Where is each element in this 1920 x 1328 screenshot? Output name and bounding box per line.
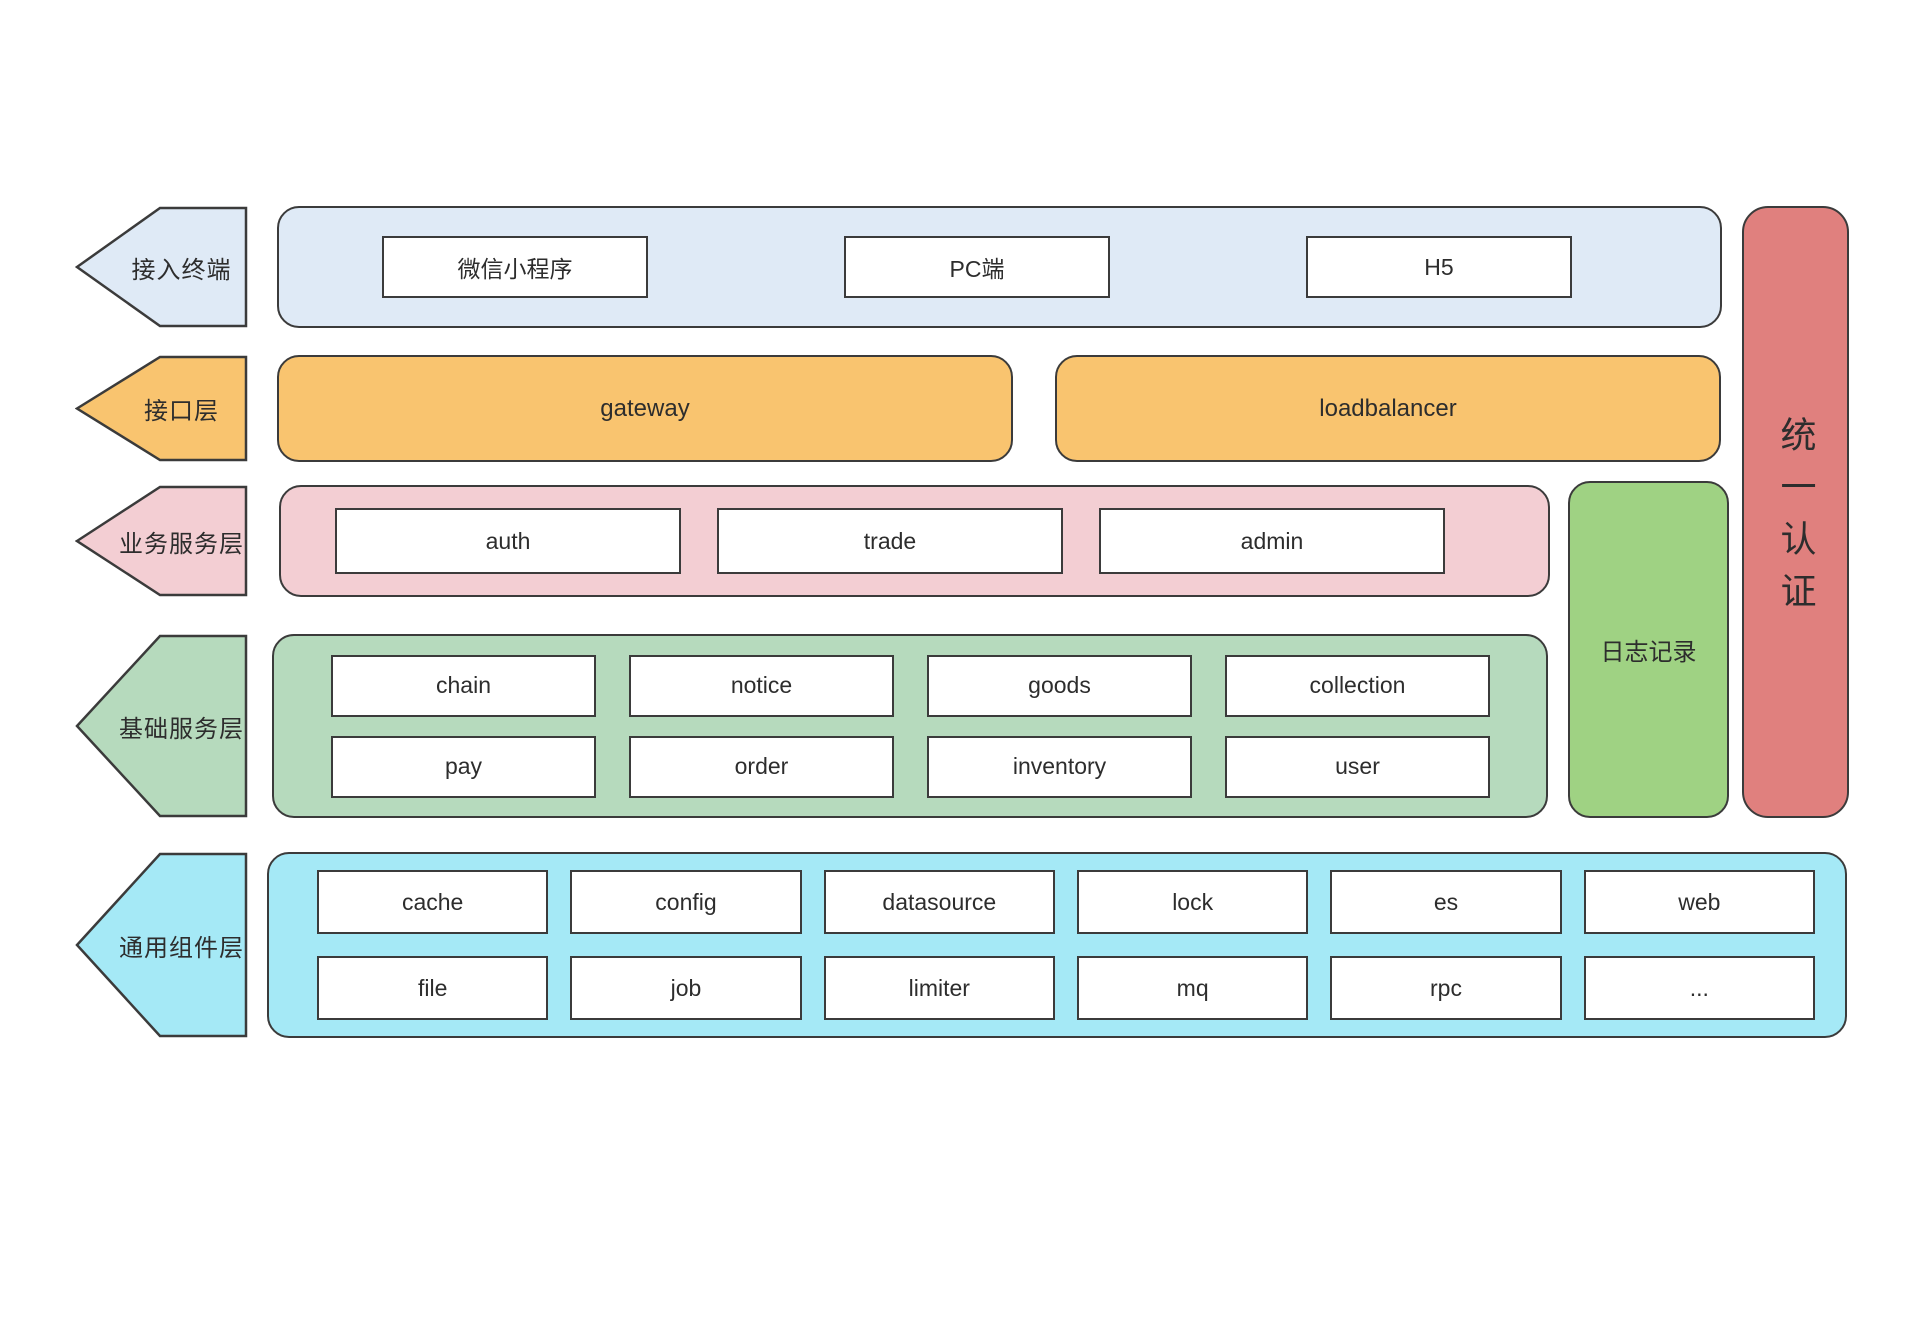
business-box-admin: admin [1099, 508, 1445, 574]
common-box-web: web [1583, 870, 1815, 934]
base-box-collection: collection [1225, 654, 1490, 717]
left-arrow-shape-icon [75, 634, 248, 818]
common-box-cache: cache [317, 870, 549, 934]
common-box-label: es [1433, 888, 1459, 915]
common-row-1: cache config datasource lock es web [317, 870, 1815, 934]
band-loadbalancer: loadbalancer [1055, 355, 1721, 462]
base-box-inventory: inventory [927, 735, 1192, 798]
layer-label-terminal: 接入终端 [131, 256, 232, 284]
base-box-user: user [1225, 735, 1490, 798]
business-box-label: admin [1240, 527, 1304, 554]
base-box-chain: chain [331, 654, 596, 717]
base-box-label: pay [444, 753, 483, 779]
left-arrow-shape-icon [75, 355, 248, 462]
base-box-label: inventory [1012, 753, 1107, 779]
common-row-2: file job limiter mq rpc ... [317, 956, 1815, 1020]
layer-arrow-common: 通用组件层 [75, 852, 248, 1038]
terminal-box-wechat-mini-program: 微信小程序 [382, 236, 648, 298]
band-terminal: 微信小程序 PC端 H5 [277, 206, 1722, 328]
layer-label-business: 业务服务层 [119, 530, 244, 558]
common-box-label: file [417, 974, 448, 1001]
common-box-es: es [1330, 870, 1562, 934]
base-box-goods: goods [927, 654, 1192, 717]
log-record-block: 日志记录 [1568, 481, 1729, 818]
layer-label-common: 通用组件层 [119, 934, 244, 962]
common-box-limiter: limiter [823, 956, 1055, 1020]
terminal-box-label: PC端 [949, 256, 1005, 282]
left-arrow-shape-icon [75, 852, 248, 1038]
base-box-label: chain [436, 672, 491, 698]
common-box-label: config [655, 888, 717, 915]
unified-auth-label: 统一认证 [1775, 416, 1817, 624]
business-box-trade: trade [717, 508, 1063, 574]
common-box-more: ... [1583, 956, 1815, 1020]
common-box-label: cache [401, 888, 464, 915]
common-box-label: rpc [1430, 974, 1462, 1001]
layer-arrow-terminal: 接入终端 [75, 206, 248, 328]
terminal-box-label: 微信小程序 [457, 256, 573, 282]
common-box-label: job [670, 974, 702, 1001]
loadbalancer-label: loadbalancer [1319, 394, 1457, 422]
business-box-label: auth [485, 527, 531, 554]
log-record-label: 日志记录 [1600, 639, 1697, 666]
business-box-label: trade [863, 527, 917, 554]
base-box-label: notice [730, 672, 793, 698]
common-box-label: limiter [908, 974, 970, 1001]
terminal-box-label: H5 [1424, 253, 1454, 280]
base-box-notice: notice [629, 654, 894, 717]
layer-arrow-base: 基础服务层 [75, 634, 248, 818]
band-gateway: gateway [277, 355, 1013, 462]
common-box-config: config [570, 870, 802, 934]
base-box-order: order [629, 735, 894, 798]
common-box-datasource: datasource [823, 870, 1055, 934]
base-box-label: order [734, 753, 789, 779]
common-box-job: job [570, 956, 802, 1020]
left-arrow-shape-icon [75, 206, 248, 328]
layer-label-base: 基础服务层 [119, 715, 244, 743]
left-arrow-shape-icon [75, 485, 248, 597]
common-box-label: lock [1172, 888, 1214, 915]
base-row-2: pay order inventory user [331, 735, 1490, 798]
base-box-pay: pay [331, 735, 596, 798]
base-box-label: user [1335, 753, 1380, 779]
band-business: auth trade admin [279, 485, 1550, 597]
common-box-lock: lock [1076, 870, 1309, 934]
common-box-label: web [1678, 888, 1721, 915]
common-box-rpc: rpc [1330, 956, 1562, 1020]
base-box-label: collection [1309, 672, 1406, 698]
terminal-box-h5: H5 [1306, 236, 1572, 298]
common-box-label: datasource [882, 888, 997, 915]
base-row-1: chain notice goods collection [331, 654, 1490, 717]
common-box-label: mq [1176, 974, 1209, 1001]
layer-arrow-business: 业务服务层 [75, 485, 248, 597]
business-box-auth: auth [335, 508, 681, 574]
common-box-mq: mq [1076, 956, 1309, 1020]
band-base: chain notice goods collection pay order … [272, 634, 1548, 818]
band-common: cache config datasource lock es web file [267, 852, 1847, 1038]
common-box-file: file [317, 956, 549, 1020]
unified-auth-block: 统一认证 [1742, 206, 1849, 818]
terminal-box-pc: PC端 [844, 236, 1110, 298]
base-box-label: goods [1028, 672, 1091, 698]
layer-label-interface: 接口层 [144, 398, 219, 425]
common-box-label: ... [1689, 974, 1709, 1001]
gateway-label: gateway [600, 394, 690, 422]
layer-arrow-interface: 接口层 [75, 355, 248, 462]
